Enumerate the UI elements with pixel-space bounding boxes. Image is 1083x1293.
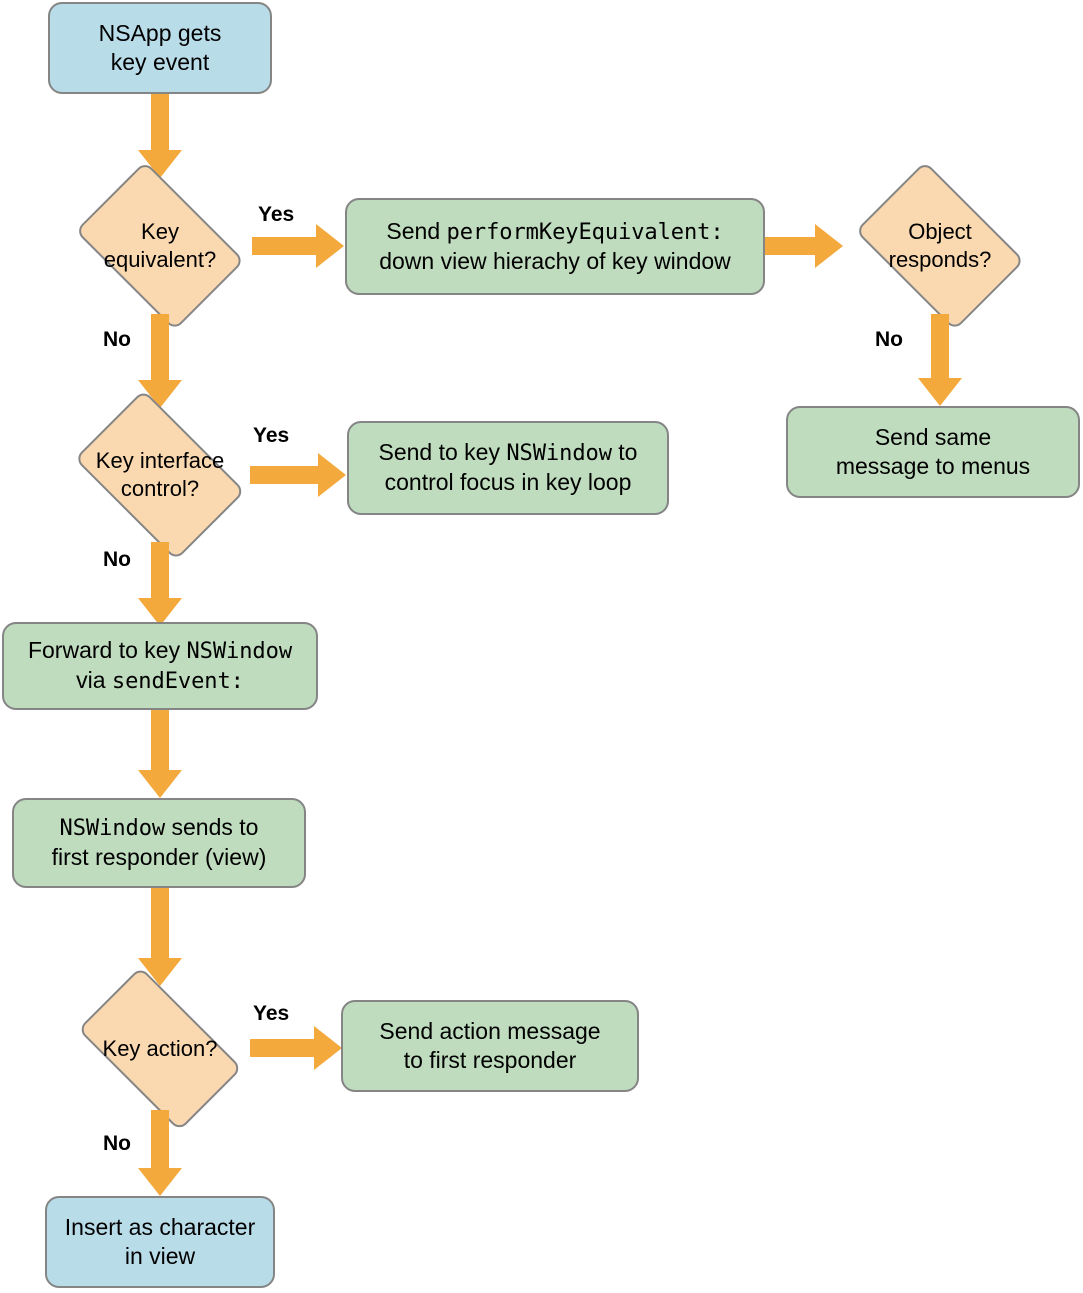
node-line-2: to first responder [403, 1047, 577, 1073]
edge-label-key-equivalent-no: No [103, 328, 131, 351]
node-line-1: Key [141, 219, 179, 245]
node-line-2-code: sendEvent: [111, 669, 244, 694]
arrow-key-action-yes [250, 1026, 342, 1070]
arrow-forward-to-window-sends [138, 710, 182, 798]
node-nsapp-gets-key-event: NSApp gets key event [48, 2, 272, 94]
node-line-2: control? [120, 476, 200, 501]
arrow-object-responds-no [918, 314, 962, 406]
node-line-1: Insert as character [64, 1213, 256, 1240]
node-line-2: control focus in key loop [384, 469, 632, 496]
node-nswindow-sends-to-first-responder: NSWindow sends to first responder (view) [12, 798, 306, 888]
node-line-2-prefix: via [76, 667, 112, 693]
edge-label-key-action-yes: Yes [253, 1002, 290, 1025]
node-line-1-code: NSWindow [506, 441, 612, 467]
node-line-1-code: NSWindow [186, 638, 293, 664]
node-label: Send action message to first responder [379, 1017, 600, 1076]
node-object-responds: Object responds? [840, 161, 1040, 331]
node-line-2: equivalent? [103, 247, 217, 272]
edge-label-key-interface-control-no: No [103, 548, 131, 571]
node-label: Send performKeyEquivalent: down view hie… [379, 217, 731, 277]
arrow-key-interface-control-yes [250, 453, 346, 497]
edge-label-key-action-no: No [103, 1132, 131, 1155]
node-line-1: Key interface [95, 448, 225, 474]
node-label: Key action? [97, 1035, 224, 1063]
node-line-2: down view hierachy of key window [379, 247, 731, 274]
node-line-2: first responder (view) [51, 844, 267, 871]
node-label: Insert as character in view [65, 1213, 255, 1272]
node-line-1: Send same [874, 423, 992, 450]
node-key-interface-control: Key interface control? [58, 389, 262, 561]
node-line-1-code: performKeyEquivalent: [446, 219, 724, 245]
edge-label-key-interface-control-yes: Yes [253, 424, 290, 447]
node-label: NSApp gets key event [99, 19, 222, 78]
node-line-2: key event [110, 49, 210, 75]
node-line-1: Key action? [102, 1036, 218, 1062]
arrow-key-equivalent-yes [252, 224, 344, 268]
node-label: Send to key NSWindow to control focus in… [379, 438, 638, 498]
arrow-key-interface-control-no [138, 542, 182, 626]
node-line-1: Send action message [379, 1017, 601, 1044]
node-key-action: Key action? [58, 966, 262, 1132]
node-line-2: message to menus [835, 453, 1031, 479]
node-label: Send same message to menus [836, 423, 1030, 482]
node-label: Key interface control? [90, 447, 230, 502]
arrow-window-sends-to-key-action [138, 888, 182, 986]
node-send-same-message-to-menus: Send same message to menus [786, 406, 1080, 498]
node-label: Forward to key NSWindow via sendEvent: [28, 636, 292, 697]
node-line-2: responds? [888, 247, 992, 272]
node-line-1-prefix: Forward to key [27, 636, 187, 663]
arrow-start-to-key-equivalent [138, 94, 182, 178]
node-send-action-message: Send action message to first responder [341, 1000, 639, 1092]
node-label: NSWindow sends to first responder (view) [52, 813, 267, 873]
node-send-perform-key-equivalent: Send performKeyEquivalent: down view hie… [345, 198, 765, 295]
node-label: Object responds? [883, 218, 998, 273]
node-forward-to-key-nswindow: Forward to key NSWindow via sendEvent: [2, 622, 318, 710]
node-line-1: NSApp gets [98, 19, 222, 46]
node-line-1-prefix: Send to key [378, 439, 507, 466]
node-line-2: in view [124, 1243, 196, 1269]
arrow-send-pke-to-object-responds [765, 224, 843, 268]
node-line-1-suffix: to [611, 439, 638, 466]
edge-label-object-responds-no: No [875, 328, 903, 351]
node-line-1-code: NSWindow [59, 816, 166, 842]
edge-label-key-equivalent-yes: Yes [258, 203, 295, 226]
arrow-key-equivalent-no [138, 314, 182, 408]
node-send-to-key-nswindow: Send to key NSWindow to control focus in… [347, 421, 669, 515]
arrow-key-action-no [138, 1110, 182, 1196]
node-line-1-prefix: Send [386, 217, 447, 244]
node-insert-as-character: Insert as character in view [45, 1196, 275, 1288]
node-line-1: Object [908, 219, 972, 245]
node-line-1-suffix: sends to [165, 814, 259, 841]
node-label: Key equivalent? [98, 218, 223, 273]
node-key-equivalent: Key equivalent? [60, 161, 260, 331]
